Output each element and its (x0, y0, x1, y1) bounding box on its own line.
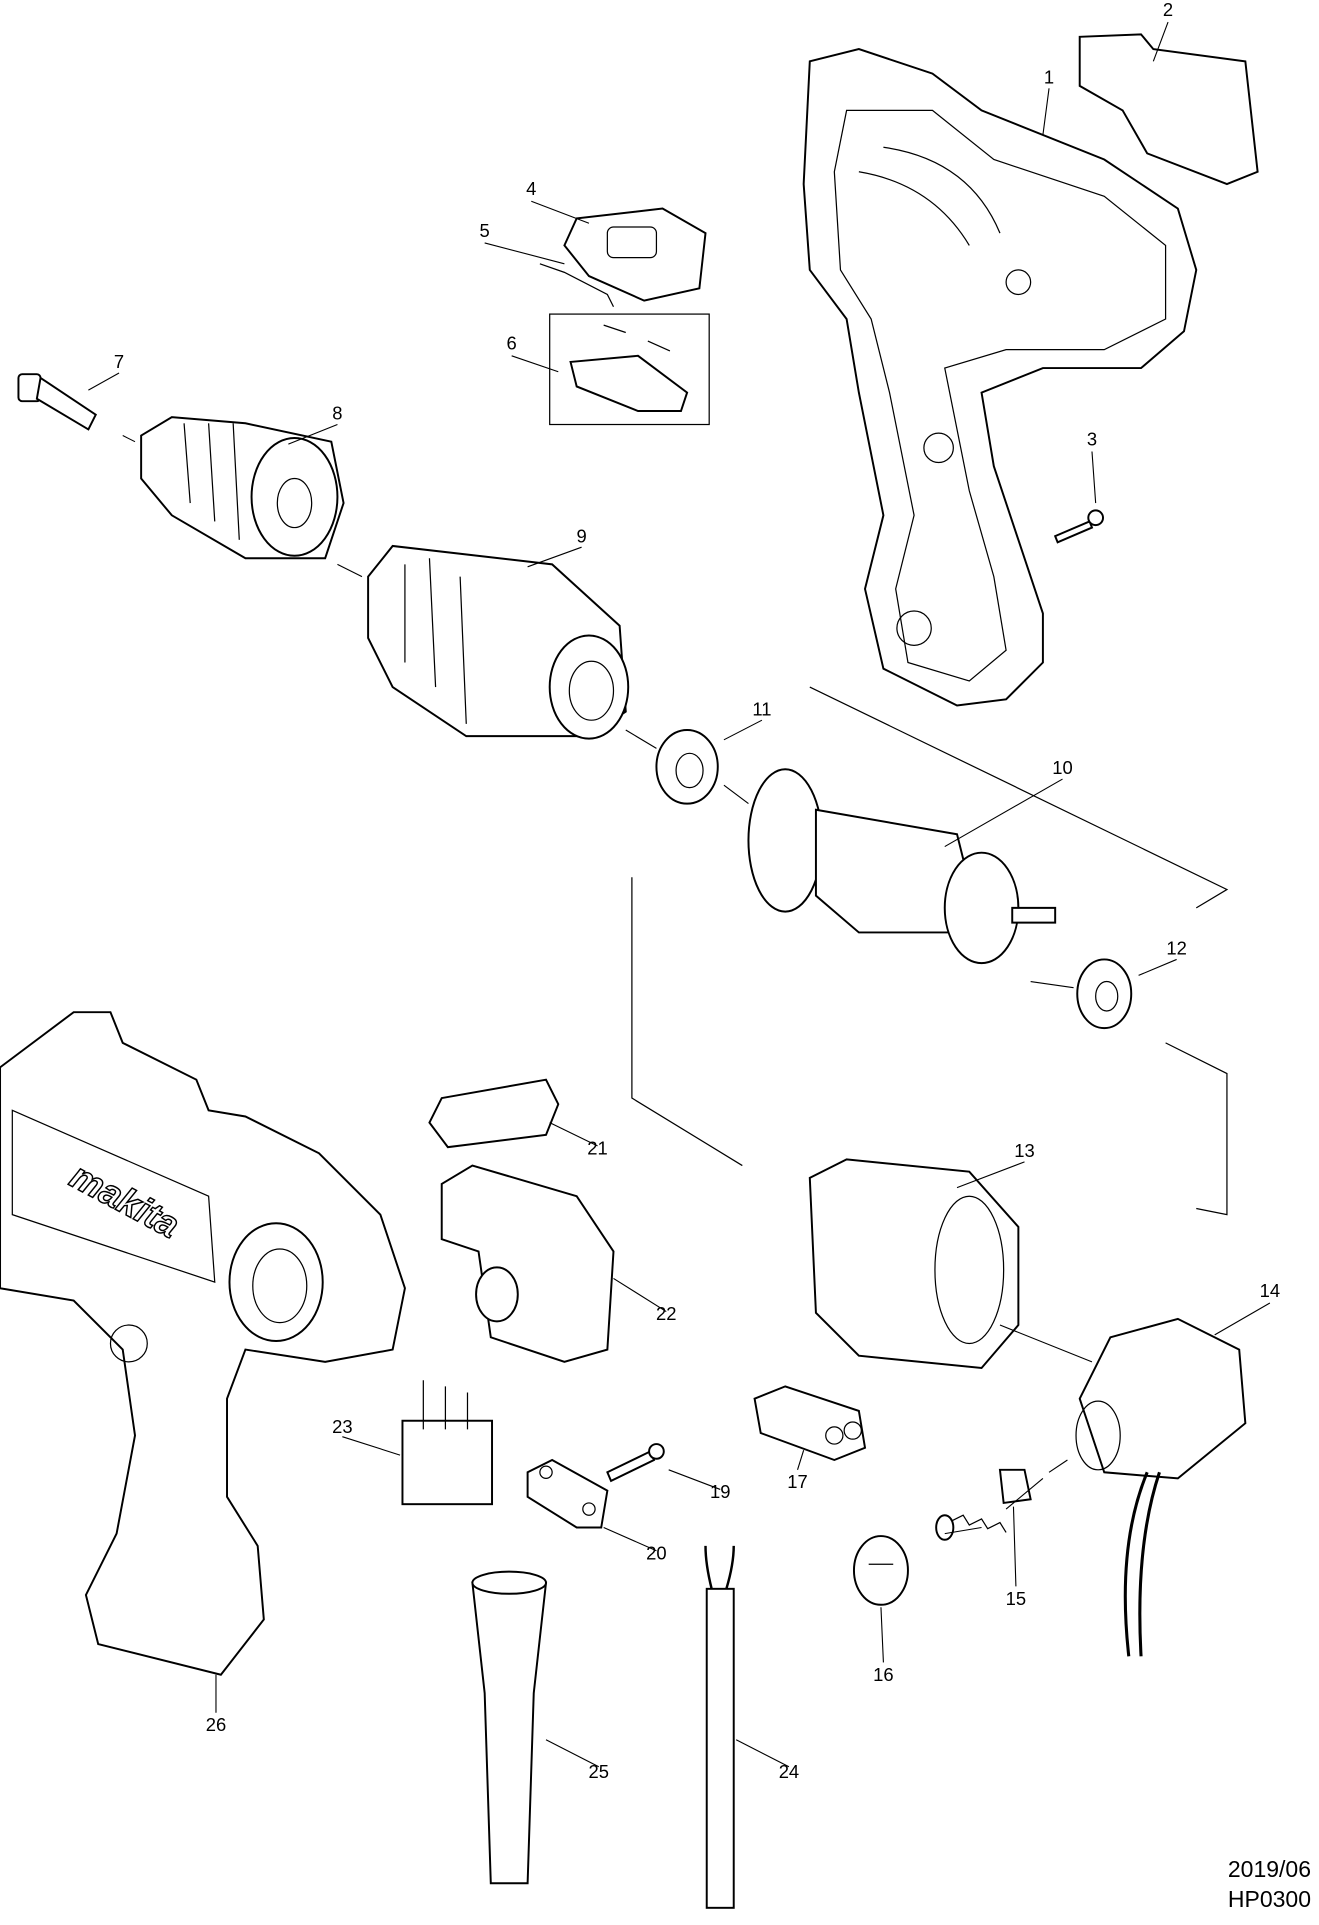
part-9-gear-assembly (367, 544, 630, 740)
part-number-24: 24 (779, 1761, 799, 1782)
part-10-armature (747, 768, 1057, 965)
part-16-brush-cap (852, 1535, 909, 1606)
diagram-date: 2019/06 (1227, 1856, 1311, 1882)
part-number-16: 16 (873, 1664, 893, 1685)
part-17-ferrite-core (753, 1385, 867, 1462)
part-20-cord-clamp (526, 1458, 609, 1529)
part-21-capacitor (428, 1078, 560, 1149)
leader-lines (88, 21, 1271, 1768)
part-6-lever-box (549, 313, 710, 426)
part-number-15: 15 (1006, 1588, 1026, 1609)
part-number-23: 23 (332, 1416, 352, 1437)
part-number-17: 17 (787, 1471, 807, 1492)
assembly-bracket-lines (631, 686, 1229, 1216)
part-number-3: 3 (1087, 428, 1097, 449)
part-number-12: 12 (1166, 938, 1186, 959)
part-3-screw (1053, 509, 1105, 544)
part-23-capacitor (401, 1380, 494, 1506)
part-2-label-plate (1078, 33, 1259, 186)
part-number-14: 14 (1260, 1280, 1280, 1301)
part-number-7: 7 (114, 351, 124, 372)
part-19-screw (606, 1443, 665, 1483)
part-13-field (808, 1158, 1020, 1370)
part-number-4: 4 (526, 178, 536, 199)
part-26-housing-set: makita (0, 1011, 406, 1676)
part-number-5: 5 (480, 220, 490, 241)
part-11-bearing (655, 729, 719, 805)
part-number-2: 2 (1163, 0, 1173, 20)
model-number: HP0300 (1227, 1886, 1311, 1912)
part-number-21: 21 (587, 1138, 607, 1159)
part-number-25: 25 (589, 1761, 609, 1782)
part-number-22: 22 (656, 1303, 676, 1324)
part-14-brush-holder (1075, 1317, 1247, 1657)
part-5-spring-plate (539, 263, 615, 307)
part-8-chuck (140, 416, 345, 560)
part-number-19: 19 (710, 1481, 730, 1502)
part-number-13: 13 (1014, 1140, 1034, 1161)
part-number-20: 20 (646, 1542, 666, 1563)
part-4-switch-cover (563, 207, 707, 302)
part-number-26: 26 (206, 1714, 226, 1735)
part-number-6: 6 (507, 333, 517, 354)
part-number-10: 10 (1052, 757, 1072, 778)
part-number-1: 1 (1044, 66, 1054, 87)
part-number-11: 11 (752, 698, 771, 719)
part-25-cord-guard (471, 1570, 548, 1885)
part-number-8: 8 (332, 403, 342, 424)
part-24-cord (704, 1545, 735, 1909)
part-22-switch (440, 1164, 615, 1363)
part-7-bolt (17, 373, 98, 431)
part-15-carbon-brush (935, 1468, 1032, 1541)
part-number-9: 9 (576, 525, 586, 546)
part-12-bearing (1076, 958, 1133, 1030)
part-1-housing (802, 48, 1198, 707)
